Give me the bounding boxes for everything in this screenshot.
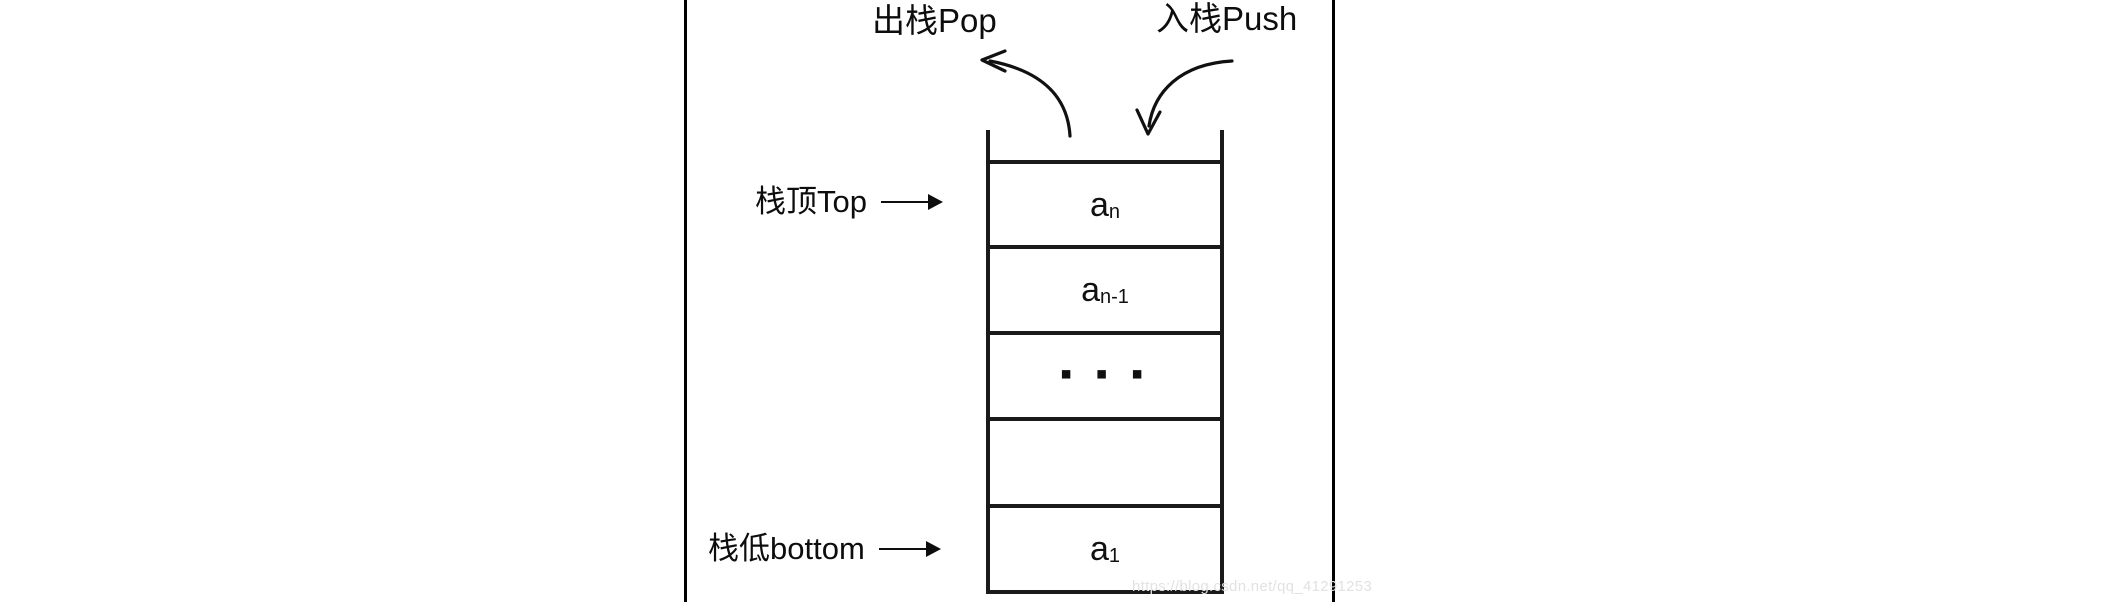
stack-cell-an-text: an	[1089, 185, 1121, 224]
page-frame-left-rule	[684, 0, 687, 602]
stack-separator-4	[986, 504, 1224, 508]
stack-cell-an-minus-1[interactable]: an-1	[990, 249, 1220, 331]
stack-cell-a1[interactable]: a1	[990, 508, 1220, 590]
stack-cell-open	[990, 130, 1220, 160]
watermark-text: https://blog.csdn.net/qq_41291253	[1132, 578, 1373, 595]
stack-cell-an-minus-1-text: an-1	[1081, 271, 1129, 309]
top-pointer-arrow-icon	[880, 193, 943, 211]
push-curved-arrow-icon	[1120, 46, 1250, 151]
bottom-pointer-arrow-icon	[878, 540, 941, 558]
pop-curved-arrow-icon	[960, 40, 1090, 145]
stack-separator-3	[986, 417, 1224, 421]
stack-left-wall	[986, 130, 990, 594]
bottom-pointer-text: 栈低bottom	[708, 531, 865, 566]
stack-cell-ellipsis: ▪ ▪ ▪	[990, 335, 1220, 417]
stack-cell-a1-text: a1	[1089, 530, 1121, 568]
page-frame-right-rule	[1332, 0, 1335, 602]
stack-cell-an[interactable]: an	[990, 164, 1220, 245]
bottom-pointer-label: 栈低bottom	[708, 533, 941, 564]
stack-container: an an-1 ▪ ▪ ▪ a1	[986, 130, 1224, 594]
stack-separator-1	[986, 245, 1224, 249]
top-pointer-text: 栈顶Top	[755, 184, 867, 219]
stack-separator-open	[986, 160, 1224, 164]
stack-separator-2	[986, 331, 1224, 335]
top-pointer-label: 栈顶Top	[755, 186, 943, 217]
push-operation-label: 入栈Push	[1156, 0, 1298, 37]
stack-cell-empty	[990, 421, 1220, 504]
stack-right-wall	[1220, 130, 1224, 594]
pop-operation-label: 出栈Pop	[872, 2, 997, 39]
stack-bottom-rule	[986, 590, 1224, 594]
stack-cell-ellipsis-text: ▪ ▪ ▪	[1059, 355, 1151, 393]
